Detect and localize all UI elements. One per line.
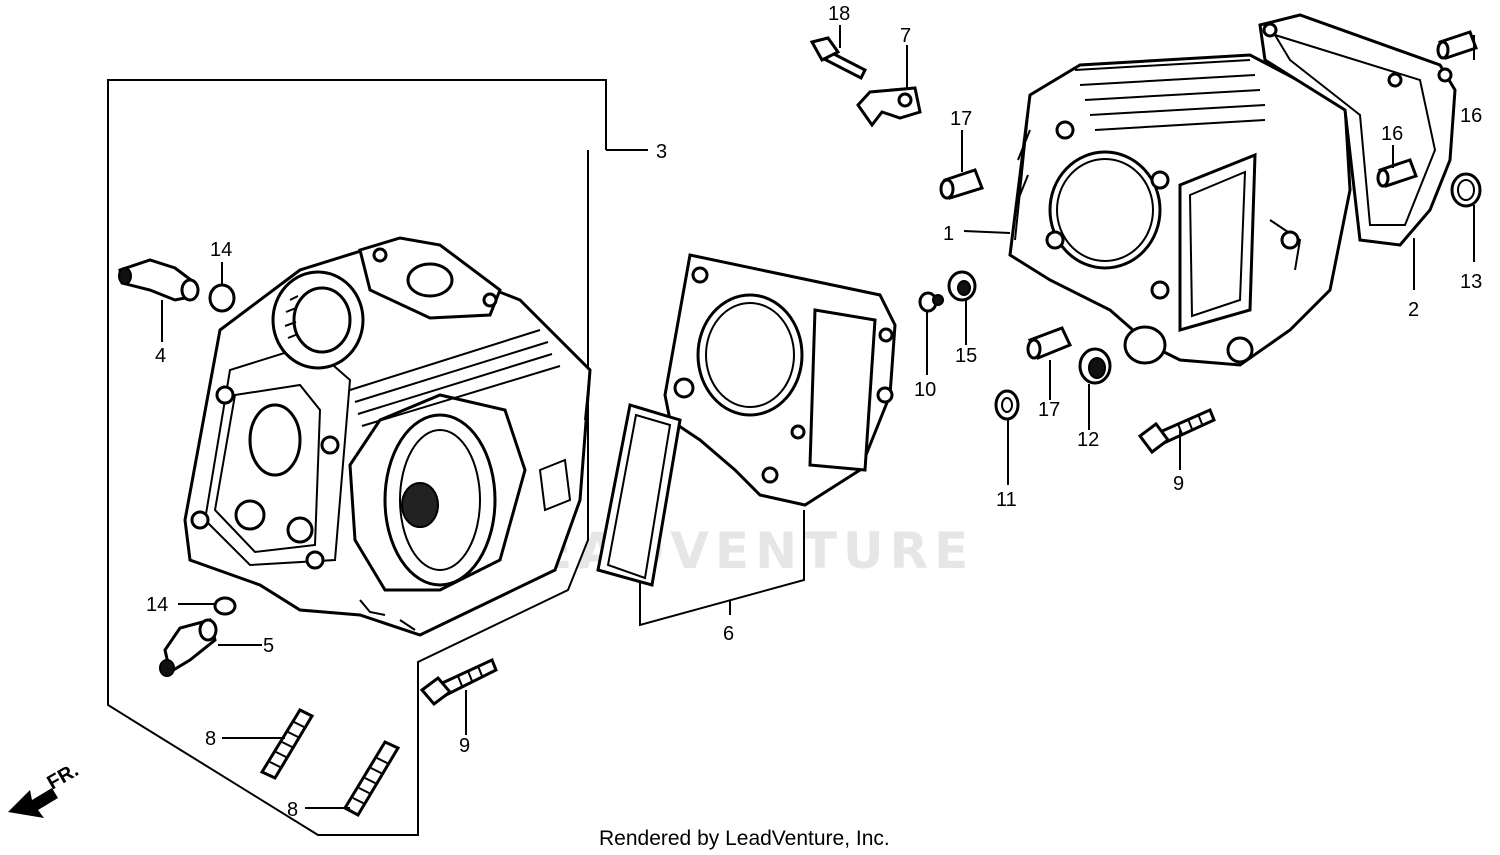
o-ring-14-lower[interactable]: [213, 596, 237, 616]
seal-15[interactable]: [947, 270, 977, 302]
washer-11[interactable]: [994, 389, 1020, 421]
seal-12[interactable]: [1078, 347, 1112, 385]
callout-15[interactable]: 15: [955, 345, 977, 367]
callout-13[interactable]: 13: [1460, 271, 1482, 293]
bolt-18[interactable]: [809, 36, 868, 81]
dowel-pin-17-upper[interactable]: [939, 168, 984, 200]
stud-8-upper[interactable]: [259, 708, 315, 780]
callout-16-inner[interactable]: 16: [1381, 123, 1403, 145]
head-gasket[interactable]: [663, 253, 897, 507]
callout-7[interactable]: 7: [900, 25, 911, 47]
callout-6[interactable]: 6: [723, 623, 734, 645]
gasket-bracket: [639, 510, 805, 627]
callout-14-lower[interactable]: 14: [146, 594, 168, 616]
callout-1[interactable]: 1: [943, 223, 954, 245]
o-ring-14-upper[interactable]: [208, 283, 236, 313]
clamp-7[interactable]: [856, 86, 922, 128]
callout-9-lower[interactable]: 9: [459, 735, 470, 757]
callout-18[interactable]: 18: [828, 3, 850, 25]
front-direction-arrow-icon: [8, 788, 58, 818]
callout-2[interactable]: 2: [1408, 299, 1419, 321]
footer-credit: Rendered by LeadVenture, Inc.: [599, 827, 890, 850]
seal-13[interactable]: [1450, 172, 1482, 208]
callout-16-right[interactable]: 16: [1460, 105, 1482, 127]
pin-10[interactable]: [918, 291, 944, 313]
callout-5[interactable]: 5: [263, 635, 274, 657]
callout-14-upper[interactable]: 14: [210, 239, 232, 261]
watermark-text: LEADVENTURE: [500, 522, 974, 580]
stud-bolt-5[interactable]: [159, 618, 218, 677]
callout-8-upper[interactable]: 8: [205, 728, 216, 750]
bolt-9-lower[interactable]: [419, 657, 498, 707]
front-direction-label: FR.: [44, 759, 83, 794]
callout-9-right[interactable]: 9: [1173, 473, 1184, 495]
dowel-pin-16-lower[interactable]: [1376, 158, 1418, 188]
callout-17-upper[interactable]: 17: [950, 108, 972, 130]
callout-11[interactable]: 11: [996, 489, 1017, 511]
cylinder[interactable]: [1008, 53, 1352, 367]
leader-lines: [161, 25, 1475, 809]
cam-chain-gasket[interactable]: [596, 403, 682, 587]
cylinder-head[interactable]: [183, 236, 592, 637]
callout-8-lower[interactable]: 8: [287, 799, 298, 821]
callout-17-lower[interactable]: 17: [1038, 399, 1060, 421]
stud-bolt-4[interactable]: [118, 258, 200, 302]
bolt-9-right[interactable]: [1137, 408, 1216, 455]
callout-3[interactable]: 3: [656, 141, 667, 163]
head-assembly-bracket: [107, 79, 648, 836]
callout-4[interactable]: 4: [155, 345, 166, 367]
cylinder-base-gasket[interactable]: [1258, 13, 1457, 247]
stud-8-lower[interactable]: [342, 740, 401, 818]
dowel-pin-16-upper[interactable]: [1436, 30, 1478, 60]
callout-12[interactable]: 12: [1077, 429, 1099, 451]
dowel-pin-17-lower[interactable]: [1026, 326, 1073, 360]
callout-10[interactable]: 10: [914, 379, 936, 401]
